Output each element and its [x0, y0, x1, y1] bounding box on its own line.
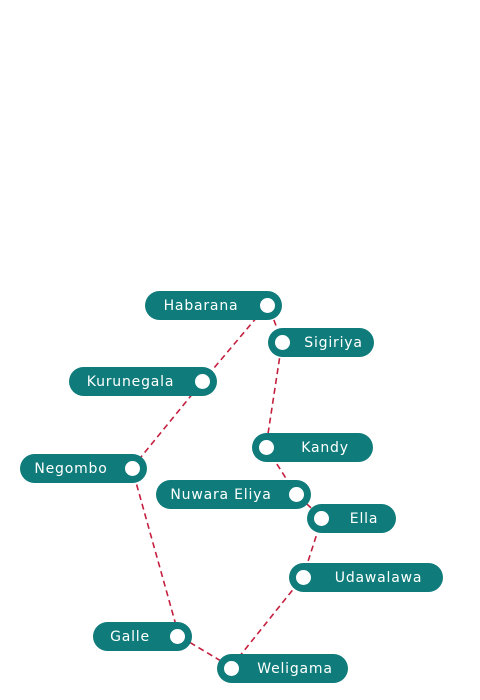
stop-label: Kurunegala [86, 373, 175, 390]
location-dot-icon [192, 371, 213, 392]
stop-label: Negombo [34, 460, 108, 477]
stop-label: Nuwara Eliya [170, 486, 272, 503]
stop-kandy[interactable]: Kandy [252, 433, 373, 462]
stop-label: Habarana [163, 297, 239, 314]
location-dot-icon [286, 484, 307, 505]
stop-udawalawa[interactable]: Udawalawa [289, 563, 443, 592]
stop-sigiriya[interactable]: Sigiriya [268, 328, 374, 357]
stop-kurunegala[interactable]: Kurunegala [69, 367, 217, 396]
location-dot-icon [221, 658, 242, 679]
location-dot-icon [311, 508, 332, 529]
stop-label: Galle [110, 628, 150, 645]
location-dot-icon [167, 626, 188, 647]
stop-label: Udawalawa [334, 569, 423, 586]
stop-galle[interactable]: Galle [93, 622, 192, 651]
stop-label: Ella [349, 510, 379, 527]
location-dot-icon [257, 295, 278, 316]
location-dot-icon [272, 332, 293, 353]
location-dot-icon [293, 567, 314, 588]
stop-nuwara-eliya[interactable]: Nuwara Eliya [156, 480, 311, 509]
stop-label: Weligama [257, 660, 333, 677]
location-dot-icon [256, 437, 277, 458]
stop-negombo[interactable]: Negombo [20, 454, 147, 483]
stop-label: Kandy [301, 439, 349, 456]
stop-weligama[interactable]: Weligama [217, 654, 348, 683]
stop-label: Sigiriya [304, 334, 363, 351]
location-dot-icon [122, 458, 143, 479]
stop-ella[interactable]: Ella [307, 504, 396, 533]
stop-habarana[interactable]: Habarana [145, 291, 282, 320]
